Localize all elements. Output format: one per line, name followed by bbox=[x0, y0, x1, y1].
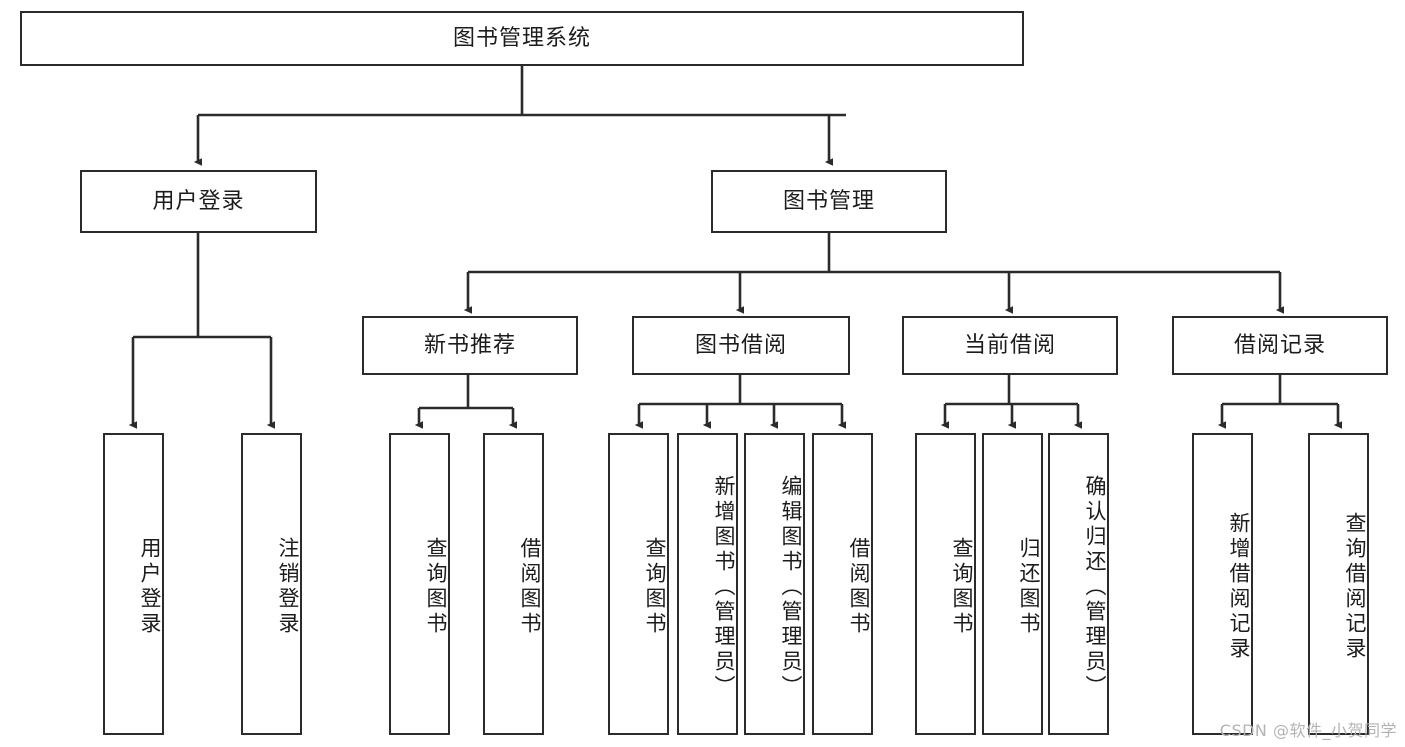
node-root-book-management-system[interactable]: 图书管理系统 bbox=[20, 11, 1024, 66]
node-label: 新书推荐 bbox=[423, 332, 516, 358]
node-label: 用户登录 bbox=[138, 537, 162, 637]
node-label: 查询图书 bbox=[643, 537, 667, 637]
node-label: 当前借阅 bbox=[963, 332, 1056, 358]
node-label: 查询图书 bbox=[950, 537, 974, 637]
leaf-book-borrow-2[interactable]: 新增图书（管理员） bbox=[677, 433, 738, 735]
node-label: 借阅图书 bbox=[518, 537, 542, 637]
node-label: 编辑图书（管理员） bbox=[779, 474, 803, 700]
leaf-borrow-record-2[interactable]: 查询借阅记录 bbox=[1308, 433, 1369, 735]
leaf-book-borrow-3[interactable]: 编辑图书（管理员） bbox=[744, 433, 805, 735]
node-book-management[interactable]: 图书管理 bbox=[711, 170, 947, 233]
node-label: 借阅记录 bbox=[1233, 332, 1326, 358]
node-label: 新增借阅记录 bbox=[1227, 512, 1251, 662]
node-label: 图书管理 bbox=[782, 188, 875, 214]
leaf-new-book-recommend-1[interactable]: 查询图书 bbox=[389, 433, 450, 735]
node-book-borrow[interactable]: 图书借阅 bbox=[632, 316, 850, 375]
node-label: 注销登录 bbox=[276, 537, 300, 637]
node-label: 新增图书（管理员） bbox=[712, 474, 736, 700]
node-user-login[interactable]: 用户登录 bbox=[80, 170, 317, 233]
node-new-book-recommend[interactable]: 新书推荐 bbox=[362, 316, 578, 375]
leaf-user-login-2[interactable]: 注销登录 bbox=[241, 433, 302, 735]
node-label: 归还图书 bbox=[1017, 537, 1041, 637]
node-label: 确认归还（管理员） bbox=[1083, 474, 1107, 700]
node-current-borrow[interactable]: 当前借阅 bbox=[902, 316, 1118, 375]
leaf-user-login-1[interactable]: 用户登录 bbox=[103, 433, 164, 735]
node-borrow-record[interactable]: 借阅记录 bbox=[1172, 316, 1388, 375]
node-label: 图书借阅 bbox=[694, 332, 787, 358]
leaf-current-borrow-1[interactable]: 查询图书 bbox=[915, 433, 976, 735]
node-label: 图书管理系统 bbox=[452, 25, 591, 51]
leaf-current-borrow-3[interactable]: 确认归还（管理员） bbox=[1048, 433, 1109, 735]
node-label: 查询借阅记录 bbox=[1343, 512, 1367, 662]
csdn-watermark: CSDN @软件_小贺同学 bbox=[1219, 721, 1397, 740]
leaf-borrow-record-1[interactable]: 新增借阅记录 bbox=[1192, 433, 1253, 735]
leaf-book-borrow-4[interactable]: 借阅图书 bbox=[812, 433, 873, 735]
leaf-current-borrow-2[interactable]: 归还图书 bbox=[982, 433, 1043, 735]
leaf-new-book-recommend-2[interactable]: 借阅图书 bbox=[483, 433, 544, 735]
node-label: 查询图书 bbox=[424, 537, 448, 637]
leaf-book-borrow-1[interactable]: 查询图书 bbox=[608, 433, 669, 735]
node-label: 借阅图书 bbox=[847, 537, 871, 637]
node-label: 用户登录 bbox=[152, 188, 245, 214]
